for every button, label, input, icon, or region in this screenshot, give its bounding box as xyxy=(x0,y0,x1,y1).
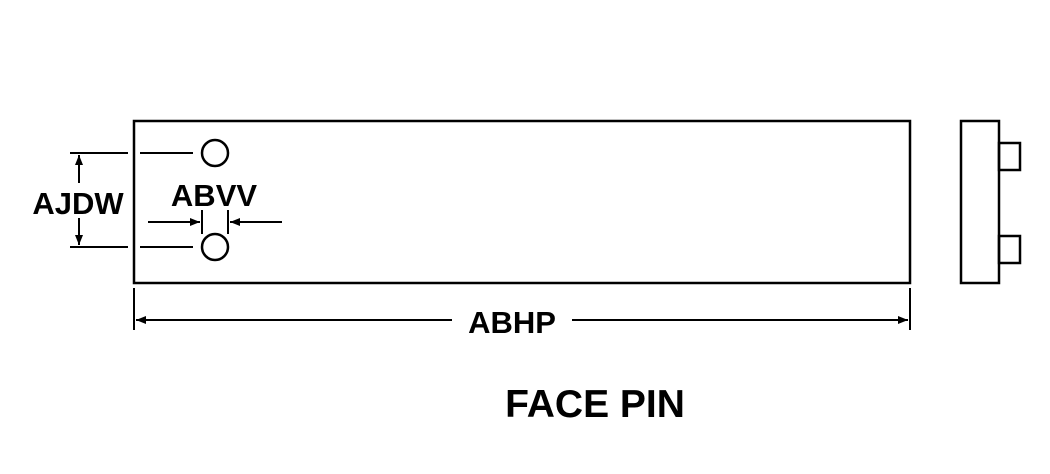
hole-diameter-label: ABVV xyxy=(171,178,257,213)
upper-hole xyxy=(200,138,230,168)
pin-body-front-view xyxy=(132,119,912,285)
hole-spacing-label: AJDW xyxy=(32,186,124,221)
overall-length-label: ABHP xyxy=(468,305,556,340)
lower-hole xyxy=(200,232,230,262)
overall-length-dimension xyxy=(133,288,911,330)
hole-spacing-dimension xyxy=(70,152,193,248)
pin-side-view xyxy=(959,119,1022,285)
hole-diameter-dimension xyxy=(148,210,282,234)
diagram-title: FACE PIN xyxy=(505,383,685,426)
